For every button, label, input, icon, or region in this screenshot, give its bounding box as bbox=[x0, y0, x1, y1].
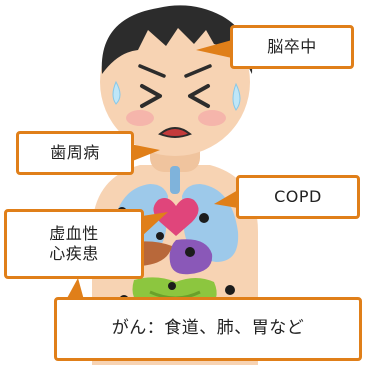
ischemic-heart-line1: 虚血性 bbox=[49, 224, 99, 243]
callout-cancer: がん：食道、肺、胃など bbox=[54, 297, 362, 361]
brow-left bbox=[138, 64, 166, 78]
pointer-ischemic-heart bbox=[142, 212, 168, 236]
cancer-label: がん：食道、肺、胃など bbox=[111, 318, 305, 339]
cheek-right bbox=[198, 110, 226, 126]
mouth bbox=[158, 127, 192, 138]
eye-right bbox=[188, 84, 210, 108]
ischemic-heart-line2: 心疾患 bbox=[49, 244, 99, 263]
pointer-stroke bbox=[196, 40, 232, 58]
brow-right bbox=[184, 64, 212, 78]
callout-periodontal: 歯周病 bbox=[16, 131, 134, 175]
callout-ischemic-heart: 虚血性 心疾患 bbox=[4, 209, 144, 279]
pointer-copd bbox=[214, 190, 238, 208]
hair bbox=[101, 5, 253, 74]
stroke-label: 脳卒中 bbox=[267, 37, 317, 56]
copd-label: COPD bbox=[274, 187, 322, 206]
cheek-left bbox=[126, 110, 154, 126]
trachea bbox=[170, 166, 180, 194]
periodontal-label: 歯周病 bbox=[50, 143, 100, 162]
callout-copd: COPD bbox=[236, 175, 360, 219]
eye-left bbox=[140, 84, 162, 108]
pointer-periodontal bbox=[130, 144, 160, 162]
sweat-drop-right bbox=[232, 82, 241, 111]
callout-stroke: 脳卒中 bbox=[230, 25, 354, 69]
heart-organ bbox=[153, 198, 199, 236]
sweat-drop-left bbox=[112, 80, 121, 105]
pointer-cancer bbox=[66, 278, 84, 300]
